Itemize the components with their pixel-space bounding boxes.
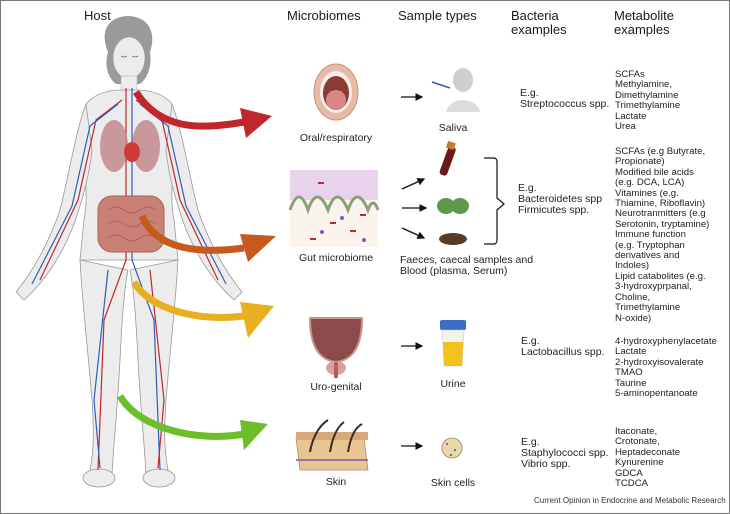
label-gut-samples-line2: Blood (plasma, Serum) bbox=[400, 265, 508, 278]
metabolite-item: 4-hydroxyphenylacetate bbox=[615, 336, 717, 347]
bacteria-item: Staphylococci spp. bbox=[521, 447, 609, 460]
metabolite-item: Indoles) bbox=[615, 260, 650, 272]
bladder-icon bbox=[308, 317, 364, 378]
human-body bbox=[15, 16, 243, 488]
blood-tube-icon bbox=[439, 140, 456, 176]
header-metabolite-line1: Metabolite bbox=[614, 8, 674, 23]
arrow-skin bbox=[116, 394, 268, 450]
metabolite-item: Neurotranmitters (e.g bbox=[615, 208, 706, 220]
metabolite-item: Trimethylamine bbox=[615, 302, 681, 314]
bacteria-item: Bacteroidetes spp bbox=[518, 193, 603, 206]
bacteria-item: Firmicutes spp. bbox=[518, 204, 590, 217]
label-gut-samples: Faeces, caecal samples and Blood (plasma… bbox=[400, 254, 534, 278]
metabolite-item: Immune function bbox=[615, 229, 686, 241]
label-skin: Skin bbox=[325, 476, 347, 488]
metabolite-item: Taurine bbox=[615, 377, 647, 389]
header-metabolite: Metabolite examples bbox=[614, 9, 674, 37]
metabolite-item: Urea bbox=[615, 121, 636, 133]
metabolite-item: Methylamine, bbox=[615, 79, 673, 91]
label-uro-genital: Uro-genital bbox=[310, 381, 362, 393]
bacteria-skin: E.g. Staphylococci spp. Vibrio spp. bbox=[521, 436, 609, 471]
header-bacteria-line1: Bacteria bbox=[511, 8, 559, 23]
gut-sample-brace bbox=[484, 157, 505, 245]
metabolites-skin: Itaconate, Crotonate, Heptadeconate Kynu… bbox=[615, 426, 681, 490]
header-metabolite-line2: examples bbox=[614, 22, 670, 37]
metabolite-item: 5-aminopentanoate bbox=[615, 388, 698, 400]
header-sample-types: Sample types bbox=[398, 8, 477, 23]
metabolite-item: Dimethylamine bbox=[615, 89, 679, 101]
caecal-sample-icon bbox=[437, 198, 469, 214]
arrow-oral bbox=[133, 90, 272, 138]
label-saliva: Saliva bbox=[438, 122, 468, 134]
metabolite-item: TCDCA bbox=[615, 478, 649, 490]
metabolite-item: Thiamine, Riboflavin) bbox=[615, 198, 706, 210]
metabolite-item: Serotonin, tryptamine) bbox=[615, 218, 710, 230]
metabolite-item: GDCA bbox=[615, 467, 643, 479]
header-microbiomes: Microbiomes bbox=[287, 8, 361, 23]
arrow-gut bbox=[138, 214, 276, 262]
metabolite-item: Trimethylamine bbox=[615, 100, 681, 112]
metabolite-item: derivatives and bbox=[615, 250, 680, 262]
header-bacteria-line2: examples bbox=[511, 22, 567, 37]
bacteria-item: E.g. bbox=[520, 87, 539, 99]
bacteria-gut: E.g. Bacteroidetes spp Firmicutes spp. bbox=[518, 182, 603, 217]
header-bacteria: Bacteria examples bbox=[511, 9, 567, 37]
metabolite-item: Lactate bbox=[615, 346, 647, 358]
metabolite-item: SCFAs bbox=[615, 69, 645, 80]
metabolites-oral: SCFAs Methylamine, Dimethylamine Trimeth… bbox=[615, 69, 681, 133]
metabolite-item: 3-hydroxyprpanal, bbox=[615, 281, 692, 293]
label-oral-respiratory: Oral/respiratory bbox=[299, 132, 373, 144]
header-host: Host bbox=[84, 8, 111, 23]
metabolites-gut: SCFAs (e.g Butyrate, Propionate) Modifie… bbox=[615, 146, 710, 324]
arrow-urogenital bbox=[130, 280, 274, 338]
label-gut-microbiome: Gut microbiome bbox=[298, 252, 374, 264]
bacteria-item: E.g. bbox=[521, 436, 540, 448]
journal-credit: Current Opinion in Endocrine and Metabol… bbox=[534, 496, 726, 505]
metabolite-item: Itaconate, bbox=[615, 426, 658, 437]
metabolite-item: N-oxide) bbox=[615, 312, 652, 324]
skin-layers-icon bbox=[295, 419, 369, 471]
bacteria-item: Lactobacillus spp. bbox=[521, 346, 605, 359]
mouth-icon bbox=[313, 63, 359, 121]
metabolite-item: 2-hydroxyisovalerate bbox=[615, 356, 704, 368]
metabolite-item: Crotonate, bbox=[615, 436, 660, 448]
urine-cup-icon bbox=[440, 320, 466, 367]
sample-arrows bbox=[401, 93, 428, 450]
metabolite-item: Modified bile acids bbox=[615, 166, 694, 178]
metabolite-item: Vitamines (e.g. bbox=[615, 187, 679, 199]
metabolite-item: (e.g. DCA, LCA) bbox=[615, 177, 685, 189]
label-urine: Urine bbox=[440, 378, 466, 390]
bacteria-oral: E.g. Streptococcus spp. bbox=[520, 87, 610, 111]
bacteria-item: Streptococcus spp. bbox=[520, 98, 610, 111]
bacteria-urogenital: E.g. Lactobacillus spp. bbox=[521, 335, 605, 359]
person-saliva-icon bbox=[431, 68, 480, 112]
metabolites-urogenital: 4-hydroxyphenylacetate Lactate 2-hydroxy… bbox=[615, 336, 717, 400]
gut-tissue-icon bbox=[288, 170, 380, 247]
metabolite-item: Heptadeconate bbox=[615, 446, 681, 458]
metabolite-item: Lactate bbox=[615, 110, 647, 122]
metabolite-item: Choline, bbox=[615, 291, 651, 303]
skin-cells-icon bbox=[441, 437, 463, 459]
bacteria-item: E.g. bbox=[518, 182, 537, 194]
bacteria-item: Vibrio spp. bbox=[521, 458, 571, 471]
bacteria-item: E.g. bbox=[521, 335, 540, 347]
faeces-icon bbox=[439, 233, 467, 245]
metabolite-item: Kynurenine bbox=[615, 457, 664, 469]
metabolite-item: Propionate) bbox=[615, 156, 665, 168]
label-skin-cells: Skin cells bbox=[430, 477, 476, 489]
label-gut-samples-line1: Faeces, caecal samples and bbox=[400, 254, 534, 266]
metabolite-item: SCFAs (e.g Butyrate, bbox=[615, 146, 706, 157]
metabolite-item: Lipid catabolites (e.g. bbox=[615, 270, 706, 282]
metabolite-item: TMAO bbox=[615, 367, 643, 379]
metabolite-item: (e.g. Tryptophan bbox=[615, 239, 685, 251]
